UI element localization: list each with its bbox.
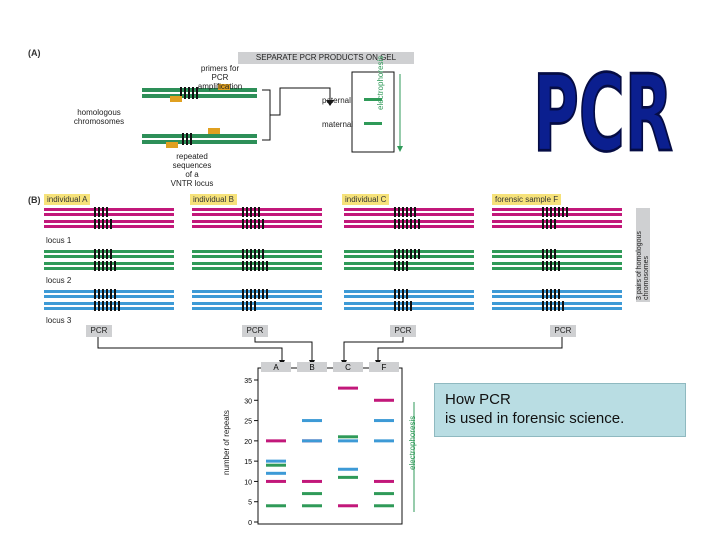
gel-band <box>302 439 322 442</box>
y-tick-label: 35 <box>244 378 252 385</box>
lane-label: B <box>309 363 314 372</box>
lane-label: C <box>345 363 351 372</box>
gel-band <box>374 504 394 507</box>
caption-text: How PCR is used in forensic science. <box>445 390 624 428</box>
y-tick-label: 20 <box>244 439 252 446</box>
gel-band <box>338 387 358 390</box>
lane-label: F <box>382 363 387 372</box>
y-tick-label: 10 <box>244 479 252 486</box>
gel-band <box>374 480 394 483</box>
gel-band <box>266 460 286 463</box>
gel-panel: A B C F 0 5 10 15 20 25 30 35 <box>220 362 430 537</box>
gel-band <box>302 480 322 483</box>
gel-electrophoresis-label: electrophoresis <box>408 416 417 470</box>
caption-box: How PCR is used in forensic science. <box>434 383 686 437</box>
gel-band <box>338 439 358 442</box>
gel-band <box>374 419 394 422</box>
gel-ylabel: number of repeats <box>222 395 231 475</box>
gel-band <box>338 504 358 507</box>
gel-frame <box>258 368 402 524</box>
lane-label: A <box>273 363 279 372</box>
gel-band <box>266 472 286 475</box>
gel-band <box>266 480 286 483</box>
caption-line-2: is used in forensic science. <box>445 409 624 428</box>
y-tick-label: 5 <box>248 500 252 507</box>
y-tick-label: 30 <box>244 398 252 405</box>
gel-band <box>338 435 358 438</box>
gel-band <box>374 439 394 442</box>
gel-band <box>266 504 286 507</box>
gel-band <box>266 439 286 442</box>
gel-band <box>374 492 394 495</box>
gel-band <box>266 464 286 467</box>
gel-band <box>302 504 322 507</box>
y-tick-label: 0 <box>248 520 252 527</box>
gel-band <box>338 476 358 479</box>
gel-band <box>302 492 322 495</box>
y-tick-label: 15 <box>244 459 252 466</box>
caption-line-1: How PCR <box>445 390 624 409</box>
y-tick-label: 25 <box>244 419 252 426</box>
gel-band <box>302 419 322 422</box>
gel-band <box>374 399 394 402</box>
gel-band <box>338 468 358 471</box>
